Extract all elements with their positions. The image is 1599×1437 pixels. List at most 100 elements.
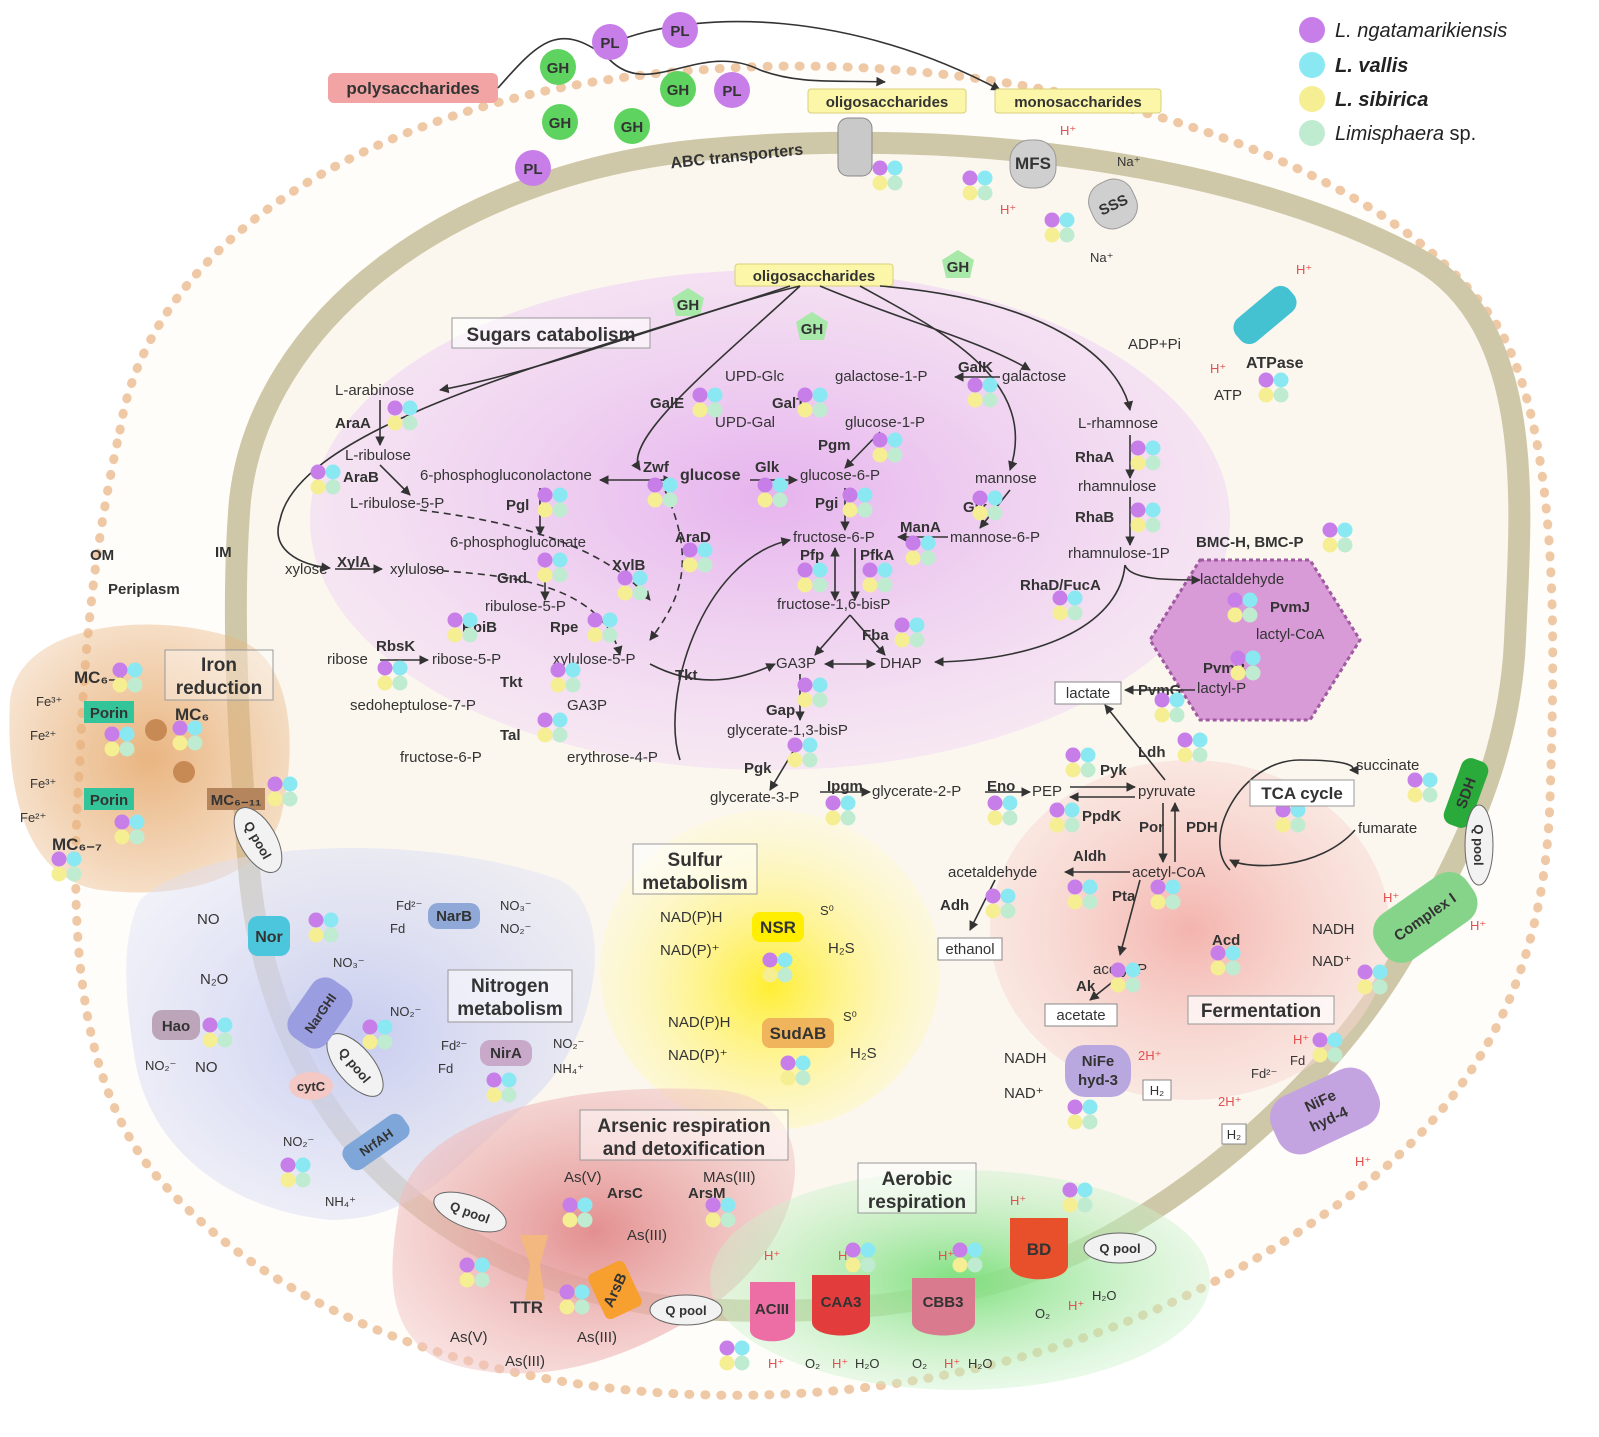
svg-text:fructose-1,6-bisP: fructose-1,6-bisP: [777, 596, 890, 613]
svg-text:Por: Por: [1139, 819, 1164, 836]
legend-label: L. vallis: [1335, 55, 1408, 77]
svg-text:Pfp: Pfp: [800, 547, 824, 564]
svg-text:O₂: O₂: [1035, 1306, 1050, 1321]
svg-text:NirA: NirA: [490, 1045, 522, 1062]
polysaccharides-box: [328, 73, 498, 103]
svg-text:NAD(P)⁺: NAD(P)⁺: [668, 1047, 728, 1064]
svg-text:XylA: XylA: [337, 554, 371, 571]
svg-text:Gnd: Gnd: [497, 570, 527, 587]
svg-text:Q pool: Q pool: [1471, 824, 1486, 865]
svg-text:xylose: xylose: [285, 561, 328, 578]
svg-text:H⁺: H⁺: [1470, 918, 1486, 933]
svg-text:S⁰: S⁰: [843, 1009, 857, 1024]
svg-text:N₂O: N₂O: [200, 971, 228, 988]
svg-text:and detoxification: and detoxification: [603, 1139, 766, 1160]
tca-title: TCA cycle: [1261, 784, 1343, 803]
atpase-label: ATPase: [1246, 355, 1304, 372]
svg-text:ACIII: ACIII: [755, 1301, 789, 1318]
svg-text:Rpe: Rpe: [550, 619, 578, 636]
monosaccharides-label: monosaccharides: [1014, 94, 1142, 111]
svg-text:DHAP: DHAP: [880, 655, 922, 672]
svg-text:ribose: ribose: [327, 651, 368, 668]
svg-text:GH: GH: [947, 259, 970, 276]
svg-text:Iron: Iron: [201, 655, 237, 676]
cytc-icon: [289, 1072, 333, 1100]
nsr-icon: [752, 912, 804, 942]
svg-text:PL: PL: [670, 23, 689, 40]
svg-text:Pyk: Pyk: [1100, 762, 1127, 779]
svg-text:Eno: Eno: [987, 778, 1015, 795]
svg-text:Porin: Porin: [90, 705, 128, 722]
svg-text:H⁺: H⁺: [1068, 1298, 1084, 1313]
svg-text:Q pool: Q pool: [665, 1303, 706, 1318]
svg-text:GH: GH: [549, 115, 572, 132]
svg-text:NO: NO: [195, 1059, 218, 1076]
svg-text:MC₆₋₇: MC₆₋₇: [52, 835, 102, 854]
svg-text:Aerobic: Aerobic: [882, 1169, 953, 1190]
svg-text:erythrose-4-P: erythrose-4-P: [567, 749, 658, 766]
svg-text:L-ribulose-5-P: L-ribulose-5-P: [350, 495, 444, 512]
svg-text:PvmG: PvmG: [1138, 682, 1181, 699]
svg-text:NSR: NSR: [760, 918, 796, 937]
svg-text:pyruvate: pyruvate: [1138, 783, 1196, 800]
inner-oligosaccharides-box: [734, 263, 894, 287]
legend: L. ngatamarikiensis L. vallis L. sibiric…: [1299, 17, 1507, 146]
svg-text:H₂: H₂: [1227, 1127, 1241, 1142]
q-pool-icon: [1464, 804, 1494, 886]
svg-text:Fe²⁺: Fe²⁺: [30, 728, 56, 743]
bd-icon: [1010, 1218, 1068, 1280]
svg-text:NADH: NADH: [1312, 921, 1355, 938]
svg-text:H₂O: H₂O: [968, 1356, 993, 1371]
svg-text:AraB: AraB: [343, 469, 379, 486]
q-pool-icon: [649, 1294, 723, 1326]
monosaccharides-box: [994, 88, 1162, 114]
gh-enzymes: GH GH GH GH: [540, 49, 696, 144]
svg-text:TTR: TTR: [510, 1298, 543, 1317]
svg-text:hyd-3: hyd-3: [1078, 1072, 1118, 1089]
svg-text:Pta: Pta: [1112, 888, 1136, 905]
svg-text:GH: GH: [801, 321, 824, 338]
abc-transporter-icon: [837, 117, 873, 177]
svg-text:Fe³⁺: Fe³⁺: [36, 694, 62, 709]
svg-text:MAs(III): MAs(III): [703, 1169, 756, 1186]
svg-text:reduction: reduction: [176, 678, 263, 699]
svg-text:Sulfur: Sulfur: [668, 850, 723, 871]
narb-icon: [428, 903, 480, 929]
svg-text:glycerate-2-P: glycerate-2-P: [872, 783, 961, 800]
sugars-title-box: [451, 317, 651, 349]
svg-text:As(V): As(V): [564, 1169, 602, 1186]
svg-text:RhaA: RhaA: [1075, 449, 1114, 466]
svg-text:RhaD/FucA: RhaD/FucA: [1020, 577, 1101, 594]
legend-label: L. ngatamarikiensis: [1335, 20, 1507, 42]
legend-swatch-limisphaera: [1299, 120, 1325, 146]
svg-text:NO: NO: [197, 911, 220, 928]
svg-text:GH: GH: [621, 119, 644, 136]
ethanol-label: ethanol: [945, 941, 994, 958]
cbb3-icon: [912, 1278, 975, 1336]
svg-text:fructose-6-P: fructose-6-P: [400, 749, 482, 766]
svg-text:H₂: H₂: [1150, 1083, 1164, 1098]
svg-text:XylB: XylB: [612, 557, 646, 574]
enzyme-labels: AraA AraB GalE GalT GalK Pgm Zwf Glk Glk…: [335, 359, 1310, 995]
svg-text:AraA: AraA: [335, 415, 371, 432]
oligosaccharides-label: oligosaccharides: [826, 94, 949, 111]
svg-text:NO₂⁻: NO₂⁻: [390, 1004, 421, 1019]
svg-text:NADH: NADH: [1004, 1050, 1047, 1067]
svg-text:NAD(P)⁺: NAD(P)⁺: [660, 942, 720, 959]
svg-text:Fe²⁺: Fe²⁺: [20, 810, 46, 825]
svg-text:CAA3: CAA3: [821, 1294, 862, 1311]
svg-text:Pgl: Pgl: [506, 497, 529, 514]
svg-text:MC₆: MC₆: [175, 705, 209, 724]
svg-text:H⁺: H⁺: [1293, 1032, 1309, 1047]
acetate-label: acetate: [1056, 1007, 1105, 1024]
svg-text:As(III): As(III): [627, 1227, 667, 1244]
svg-text:H⁺: H⁺: [1010, 1193, 1026, 1208]
svg-text:Fd: Fd: [390, 921, 405, 936]
svg-text:H⁺: H⁺: [832, 1356, 848, 1371]
svg-text:Nor: Nor: [255, 929, 283, 946]
ttr-icon: [520, 1235, 548, 1300]
svg-text:Na⁺: Na⁺: [1090, 250, 1113, 265]
svg-text:H⁺: H⁺: [1296, 262, 1312, 277]
svg-text:PvmJ: PvmJ: [1270, 599, 1310, 616]
